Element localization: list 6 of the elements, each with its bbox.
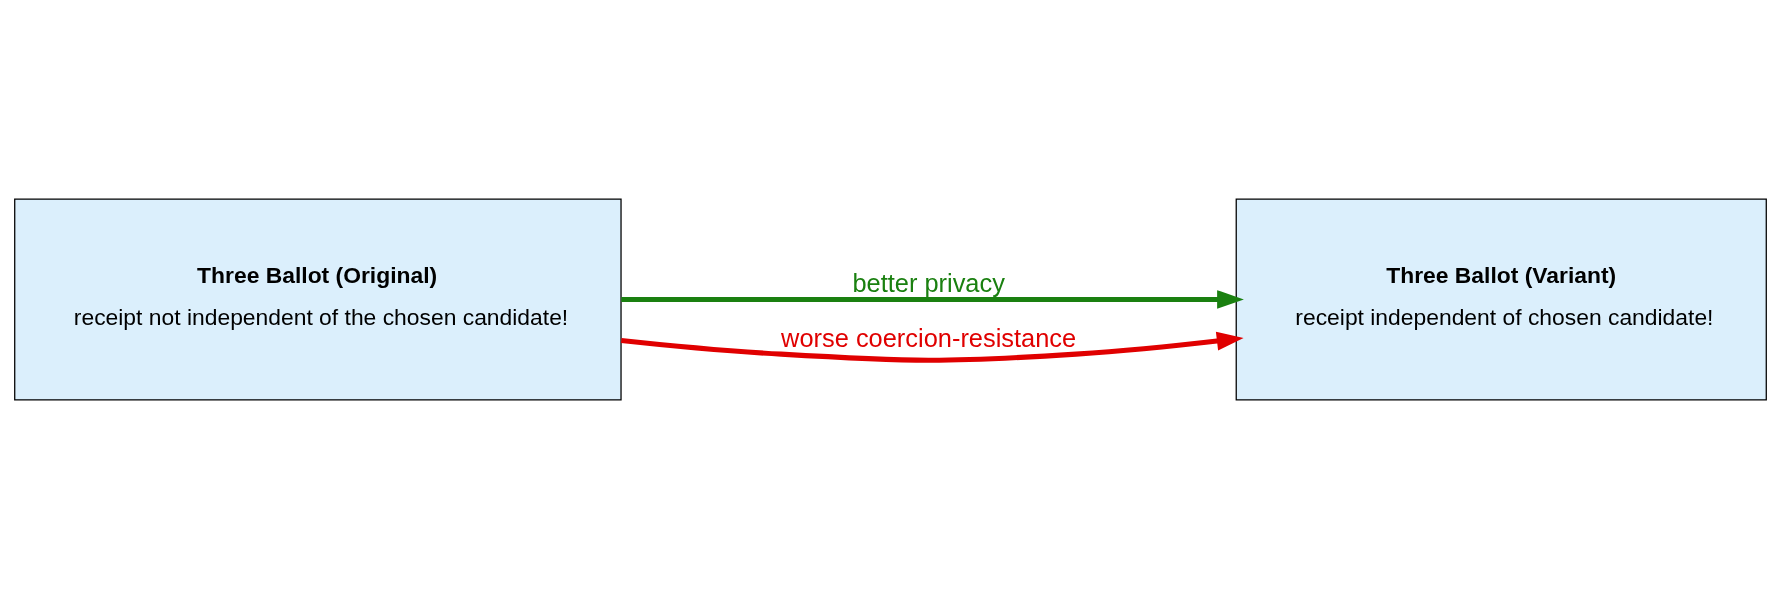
edge-label: worse coercion-resistance (781, 323, 1077, 352)
node-box: Three Ballot (Variant) receipt independent of chosen candidate! (1235, 197, 1767, 401)
node-box: Three Ballot (Original) receipt not independent of the chosen candidate! (14, 197, 622, 401)
arrow (621, 331, 1244, 363)
arrow (621, 289, 1244, 309)
edge-label: better privacy (852, 268, 1005, 297)
